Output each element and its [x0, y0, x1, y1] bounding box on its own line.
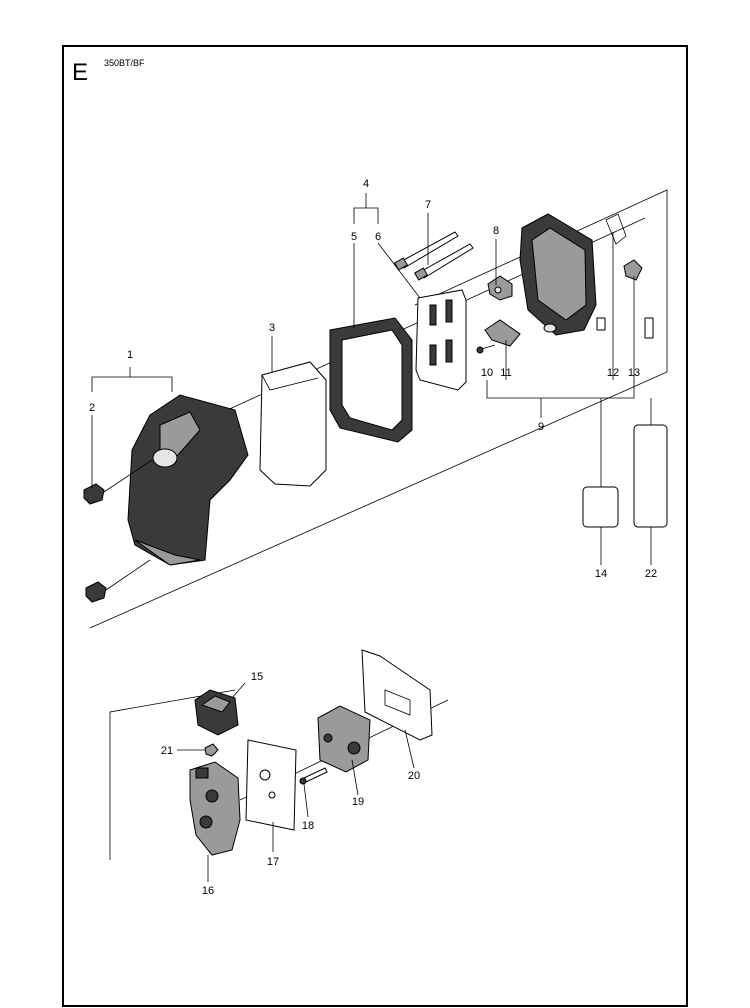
section-letter: E — [72, 59, 88, 86]
callout-7: 7 — [425, 199, 431, 211]
callout-15: 15 — [251, 671, 263, 683]
part-18-screw — [299, 767, 328, 785]
callout-20: 20 — [408, 770, 420, 782]
part-15-carb-cover — [194, 689, 239, 736]
callout-17: 17 — [267, 856, 279, 868]
callout-13: 13 — [628, 367, 640, 379]
callout-16: 16 — [202, 885, 214, 897]
decal-small-a — [596, 317, 606, 331]
callout-3: 3 — [269, 322, 275, 334]
callout-5: 5 — [351, 231, 357, 243]
callout-22: 22 — [645, 568, 657, 580]
part-19-intake — [317, 705, 371, 773]
part-2-knob-lower — [85, 559, 151, 603]
callout-14: 14 — [595, 568, 607, 580]
part-6-plate — [415, 289, 467, 391]
decal-small-b — [644, 317, 654, 339]
part-17-gasket — [245, 739, 297, 831]
part-20-insulation — [361, 649, 433, 741]
callout-2: 2 — [89, 402, 95, 414]
part-14-decal — [582, 486, 619, 528]
part-22-decal — [633, 424, 668, 528]
callout-21: 21 — [161, 745, 173, 757]
part-1-filter-cover — [127, 394, 249, 566]
part-11-bracket — [484, 319, 521, 347]
callout-9: 9 — [538, 421, 544, 433]
part-10-screw — [476, 344, 496, 354]
part-8-clip — [487, 275, 513, 301]
part-7-bolts — [393, 231, 474, 281]
part-2-knob-upper — [83, 459, 153, 505]
callout-1: 1 — [127, 349, 133, 361]
part-13-cap — [623, 259, 643, 281]
callout-4: 4 — [363, 178, 369, 190]
part-12-oring — [605, 213, 627, 245]
model-label: 350BT/BF — [104, 58, 145, 68]
part-5-gasket — [329, 317, 413, 443]
callout-19: 19 — [352, 796, 364, 808]
part-16-carburetor — [189, 761, 241, 856]
part-9-housing — [519, 213, 597, 336]
leader-lines — [91, 193, 652, 882]
lower-assembly-outline — [109, 689, 236, 860]
part-3-filter-element — [259, 361, 327, 487]
part-21-fitting — [204, 743, 219, 757]
callout-8: 8 — [493, 225, 499, 237]
callout-11: 11 — [500, 367, 511, 379]
callout-10: 10 — [481, 367, 493, 379]
page-border — [62, 45, 688, 1007]
callout-18: 18 — [302, 820, 314, 832]
callout-6: 6 — [375, 231, 381, 243]
callout-12: 12 — [607, 367, 619, 379]
